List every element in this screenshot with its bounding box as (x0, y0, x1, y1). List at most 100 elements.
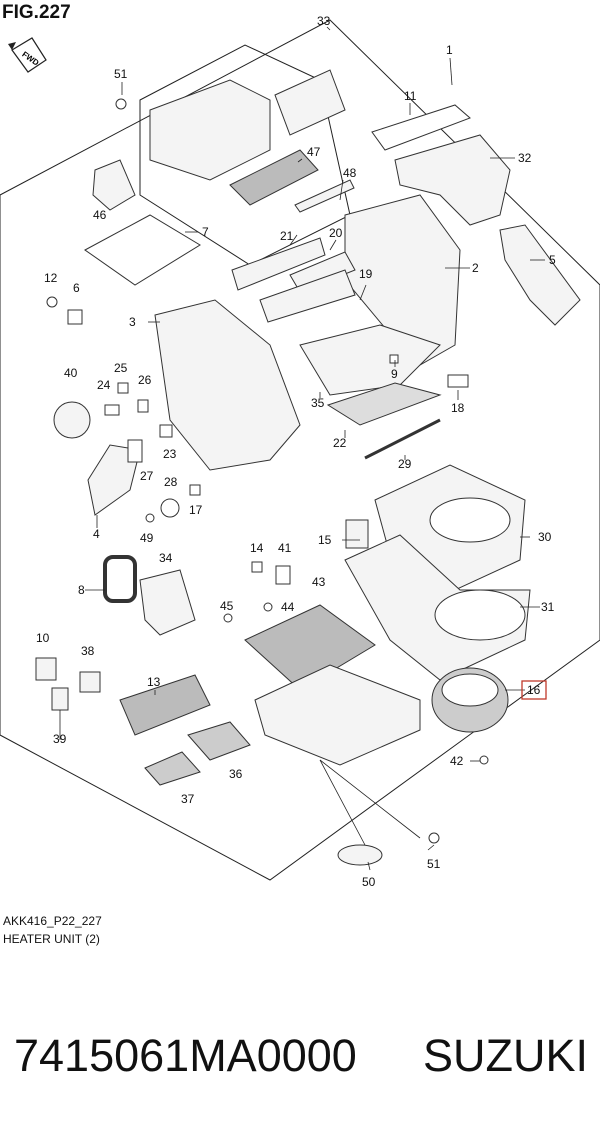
part-15-drawing (345, 519, 369, 549)
callout-23: 23 (163, 447, 177, 461)
callout-31: 31 (541, 600, 555, 614)
part-36-drawing (187, 721, 251, 761)
callout-43: 43 (312, 575, 326, 589)
part-number: 7415061MA0000 (14, 1030, 357, 1081)
callout-40: 40 (64, 366, 78, 380)
lower-case-drawing (254, 664, 421, 766)
part-28-drawing (160, 498, 180, 518)
callout-24: 24 (97, 378, 111, 392)
part-48-drawing (294, 179, 355, 213)
callout-29: 29 (398, 457, 412, 471)
callout-1: 1 (446, 43, 453, 57)
part-39-drawing (51, 687, 69, 711)
figure-code: AKK416_P22_227 (3, 914, 102, 928)
callout-49: 49 (140, 531, 154, 545)
callout-46: 46 (93, 208, 107, 222)
callout-5: 5 (549, 253, 556, 267)
part-3-case-drawing (154, 299, 301, 471)
callout-9: 9 (391, 367, 398, 381)
callout-7: 7 (202, 225, 209, 239)
part-51-bottom-drawing (428, 832, 440, 844)
callout-41: 41 (278, 541, 292, 555)
part-41-drawing (275, 565, 291, 585)
callout-35: 35 (311, 396, 325, 410)
part-13-core-drawing (119, 674, 211, 736)
part-49-drawing (145, 513, 155, 523)
part-22-drawing (326, 382, 442, 426)
part-5-duct-drawing (499, 224, 581, 326)
part-6-drawing (67, 309, 83, 325)
part-29-shaft-drawing (364, 418, 441, 460)
figure-title: FIG.227 (2, 2, 71, 23)
part-21-door-drawing (231, 237, 326, 291)
callout-42: 42 (450, 754, 464, 768)
callout-27: 27 (140, 469, 154, 483)
part-42-drawing (479, 755, 489, 765)
callout-10: 10 (36, 631, 50, 645)
callout-26: 26 (138, 373, 152, 387)
callout-51-bottom: 51 (427, 857, 441, 871)
callout-36: 36 (229, 767, 243, 781)
part-10-drawing (35, 657, 57, 681)
callout-51-top: 51 (114, 67, 128, 81)
callout-39: 39 (53, 732, 67, 746)
callout-18: 18 (451, 401, 465, 415)
callout-37: 37 (181, 792, 195, 806)
part-12-drawing (46, 296, 58, 308)
callout-38: 38 (81, 644, 95, 658)
assembly-outline (0, 19, 600, 881)
callout-4: 4 (93, 527, 100, 541)
part-23-drawing (159, 424, 173, 438)
callout-45: 45 (220, 599, 234, 613)
part-4-drawing (87, 444, 141, 516)
part-46-actuator-drawing (92, 159, 136, 211)
part-51-top-drawing (115, 98, 127, 110)
part-26-drawing (137, 399, 149, 413)
callout-2: 2 (472, 261, 479, 275)
callout-6: 6 (73, 281, 80, 295)
callout-28: 28 (164, 475, 178, 489)
part-35-drawing (299, 324, 441, 396)
part-18-drawing (447, 374, 469, 388)
part-14-drawing (251, 561, 263, 573)
callout-32: 32 (518, 151, 532, 165)
callout-13: 13 (147, 675, 161, 689)
part-16-highlight (521, 680, 547, 700)
callout-8: 8 (78, 583, 85, 597)
callout-34: 34 (159, 551, 173, 565)
callout-30: 30 (538, 530, 552, 544)
callout-16: 16 (527, 683, 541, 697)
figure-name: HEATER UNIT (2) (3, 932, 100, 946)
callout-20: 20 (329, 226, 343, 240)
part-25-drawing (117, 382, 129, 394)
callout-11: 11 (404, 89, 417, 103)
part-50-drawing (337, 844, 383, 866)
part-7-gasket-drawing (84, 214, 201, 286)
part-44-drawing (263, 602, 273, 612)
callout-14: 14 (250, 541, 264, 555)
callout-19: 19 (359, 267, 373, 281)
callout-47: 47 (307, 145, 321, 159)
part-38-drawing (79, 671, 101, 693)
fwd-arrow-icon: FWD (8, 37, 47, 73)
part-19-door-drawing (259, 269, 356, 323)
part-17-drawing (189, 484, 201, 496)
part-11-seal-drawing (371, 104, 471, 151)
part-45-drawing (223, 613, 233, 623)
callout-25: 25 (114, 361, 128, 375)
callout-15: 15 (318, 533, 332, 547)
part-37-drawing (144, 751, 201, 786)
part-24-drawing (104, 404, 120, 416)
callout-3: 3 (129, 315, 136, 329)
callout-21: 21 (280, 229, 294, 243)
part-20-door-drawing (289, 251, 356, 293)
part-43-core-drawing (244, 604, 376, 691)
callout-50: 50 (362, 875, 376, 889)
part-33-drawing (149, 79, 271, 181)
part-8-ring-drawing (103, 555, 137, 603)
callout-labels: 1 2 3 4 5 6 7 8 9 10 11 12 13 14 15 16 1… (36, 14, 556, 889)
callout-48: 48 (343, 166, 357, 180)
part-32-duct-drawing (394, 134, 511, 226)
callout-44: 44 (281, 600, 295, 614)
part-34-drawing (139, 569, 196, 636)
